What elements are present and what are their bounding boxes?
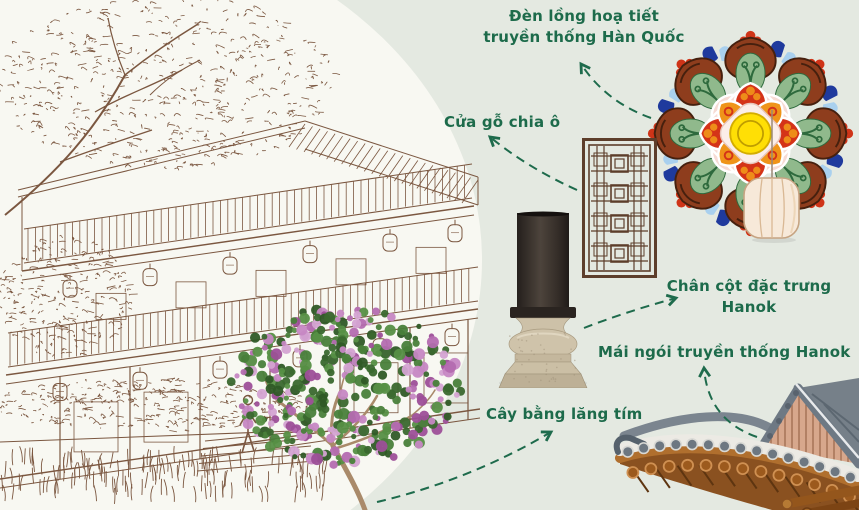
paper-lantern [743,110,800,243]
label-column-line2: Hanok [721,298,777,317]
label-roof: Mái ngói truyền thống Hanok [598,343,851,361]
label-lantern: Đèn lồng hoạ tiết truyền thống Hàn Quốc [462,6,706,49]
dancheong-lotus-medallion [646,29,855,238]
crape-myrtle-tree [226,304,466,510]
building-sketch-illustration [0,0,480,504]
arrow-to-lantern-label [579,61,652,119]
wooden-lattice-door [582,138,657,278]
arrow-to-column-label [583,293,679,329]
label-column-line1: Chân cột đặc trưng [666,277,832,295]
hanok-roof [613,378,859,510]
label-tree: Cây bằng lăng tím [486,405,643,423]
arrow-to-door-label [487,135,578,191]
label-lantern-line2: truyền thống Hàn Quốc [483,28,685,47]
label-column: Chân cột đặc trưng Hanok [664,276,834,319]
label-door: Cửa gỗ chia ô [444,113,561,131]
label-lantern-line1: Đèn lồng hoạ tiết [508,7,660,25]
hanok-column-base [498,211,588,388]
